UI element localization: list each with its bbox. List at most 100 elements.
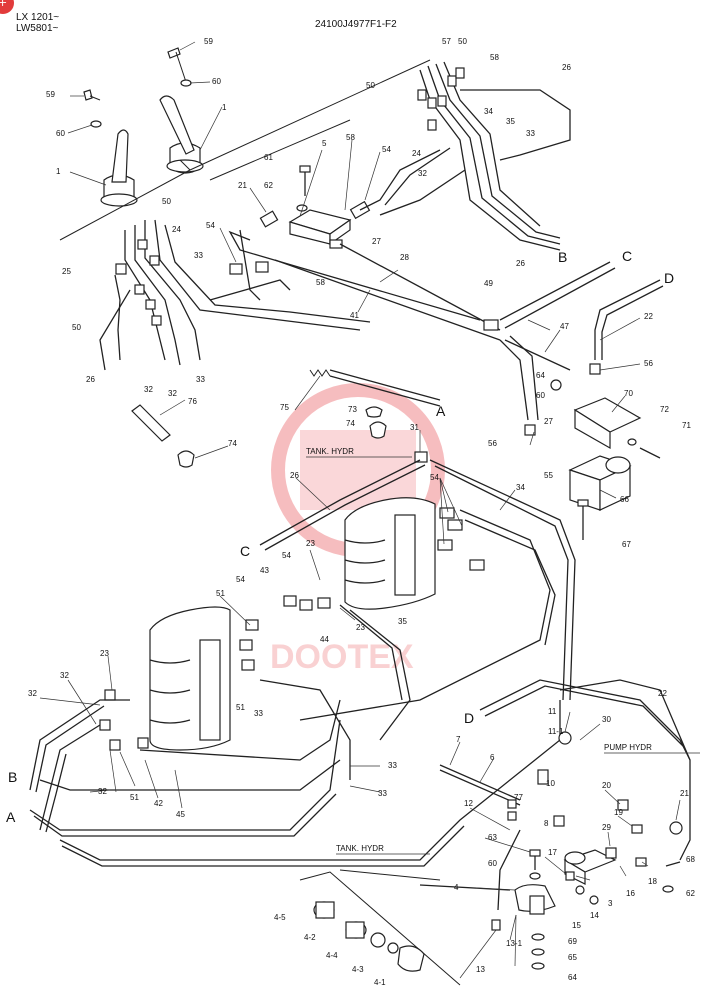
part-label: 47 [560, 322, 569, 331]
part-label: 64 [536, 371, 545, 380]
bolt-71 [639, 447, 661, 459]
part-label: 34 [516, 483, 525, 492]
control-valve-lower [149, 606, 231, 751]
part-label: 16 [626, 889, 635, 898]
connector-c-mid: C [240, 543, 250, 559]
clamp-74-mid [369, 421, 387, 439]
fitting-56-right [589, 363, 601, 375]
part-label: 25 [62, 267, 71, 276]
part-label: 11-1 [548, 727, 564, 736]
part-label: 21 [238, 181, 247, 190]
part-label: 68 [686, 855, 695, 864]
valve-block-66 [568, 455, 632, 511]
pipe-31-right [429, 459, 576, 701]
connectors: B C D A C D B A [6, 248, 674, 825]
control-valve-upper [344, 497, 436, 610]
pipe-35 [349, 609, 411, 741]
corner-badge: + [0, 0, 14, 14]
part-label: 58 [490, 53, 499, 62]
part-number-labels: 59 60 1 59 60 1 61 62 5 58 54 21 27 54 5… [28, 37, 695, 987]
part-label: 74 [346, 419, 355, 428]
bracket-70 [573, 397, 642, 450]
part-label: 33 [254, 709, 263, 718]
pump-hydr-label: PUMP HYDR [604, 743, 652, 752]
bolt-61 [299, 165, 311, 196]
part-label: 54 [206, 221, 215, 230]
part-label: 23 [306, 539, 315, 548]
part-label: 41 [350, 311, 359, 320]
drawing-number: 24100J4977F1-F2 [315, 19, 397, 30]
part-label: 77 [514, 793, 523, 802]
part-label: 33 [196, 375, 205, 384]
part-4-5 [313, 901, 335, 919]
part-label: 32 [28, 689, 37, 698]
part-label: 60 [488, 859, 497, 868]
cab-frame-outline [59, 59, 431, 241]
pipe-to-D-upper [594, 279, 661, 360]
part-label: 67 [622, 540, 631, 549]
part-label: 76 [188, 397, 197, 406]
part-label: 4-2 [304, 933, 316, 942]
washer-60-left [90, 120, 102, 128]
part-label: 71 [682, 421, 691, 430]
part-label: 33 [388, 761, 397, 770]
washer-60-upper [180, 79, 192, 87]
connector-c-upper: C [622, 248, 632, 264]
part-label: 22 [644, 312, 653, 321]
pipe-34-lower [299, 509, 551, 721]
bolt-63 [529, 849, 541, 870]
tank-hydr-label-upper: TANK. HYDR [306, 447, 354, 456]
part-label: 10 [546, 779, 555, 788]
clamp-73 [365, 406, 383, 418]
rod-6 [439, 764, 521, 806]
part-label: 23 [356, 623, 365, 632]
washer-62-lower [662, 885, 674, 893]
part-4-1 [397, 945, 425, 972]
model-range-2: LW5801~ [16, 23, 59, 34]
part-label: 31 [410, 423, 419, 432]
bolt-67 [577, 499, 589, 540]
fittings-cluster-upper-left [115, 239, 269, 326]
connector-d-lower: D [464, 710, 474, 726]
part-label: 62 [686, 889, 695, 898]
part-label: 21 [680, 789, 689, 798]
pipe-28 [339, 243, 501, 331]
part-label: 54 [236, 575, 245, 584]
fittings-14-15 [575, 885, 599, 905]
connector-d-upper: D [664, 270, 674, 286]
part-label: 13-1 [506, 939, 523, 948]
part-label: 60 [536, 391, 545, 400]
part-label: 50 [72, 323, 81, 332]
part-label: 4-1 [374, 978, 386, 987]
leader-lines [39, 41, 681, 979]
part-label: 49 [484, 279, 493, 288]
part-label: 63 [488, 833, 497, 842]
part-label: 56 [488, 439, 497, 448]
part-label: 74 [228, 439, 237, 448]
part-label: 14 [590, 911, 599, 920]
part-label: 58 [346, 133, 355, 142]
manifold-block-5 [288, 209, 352, 246]
pump-unit-16 [563, 849, 617, 885]
part-label: 60 [56, 129, 65, 138]
part-label: 22 [658, 689, 667, 698]
fitting-13 [491, 919, 501, 931]
joystick-lever-right [159, 95, 204, 174]
fitting-10 [537, 769, 549, 785]
part-label: 12 [464, 799, 473, 808]
part-label: 33 [378, 789, 387, 798]
fitting-21-upper [259, 210, 279, 228]
part-label: 69 [568, 937, 577, 946]
pin-76 [131, 404, 171, 442]
pipe-41b [274, 259, 501, 341]
pipe-bundle-upper-left [99, 219, 371, 371]
part-label: 30 [602, 715, 611, 724]
part-label: 7 [456, 735, 461, 744]
fitting-56-left [524, 424, 536, 436]
plus-icon: + [0, 0, 8, 9]
part-label: 4-5 [274, 913, 286, 922]
part-label: 18 [648, 877, 657, 886]
part-label: 20 [602, 781, 611, 790]
connector-b-upper: B [558, 249, 567, 265]
inset-frame-4 [299, 869, 461, 986]
